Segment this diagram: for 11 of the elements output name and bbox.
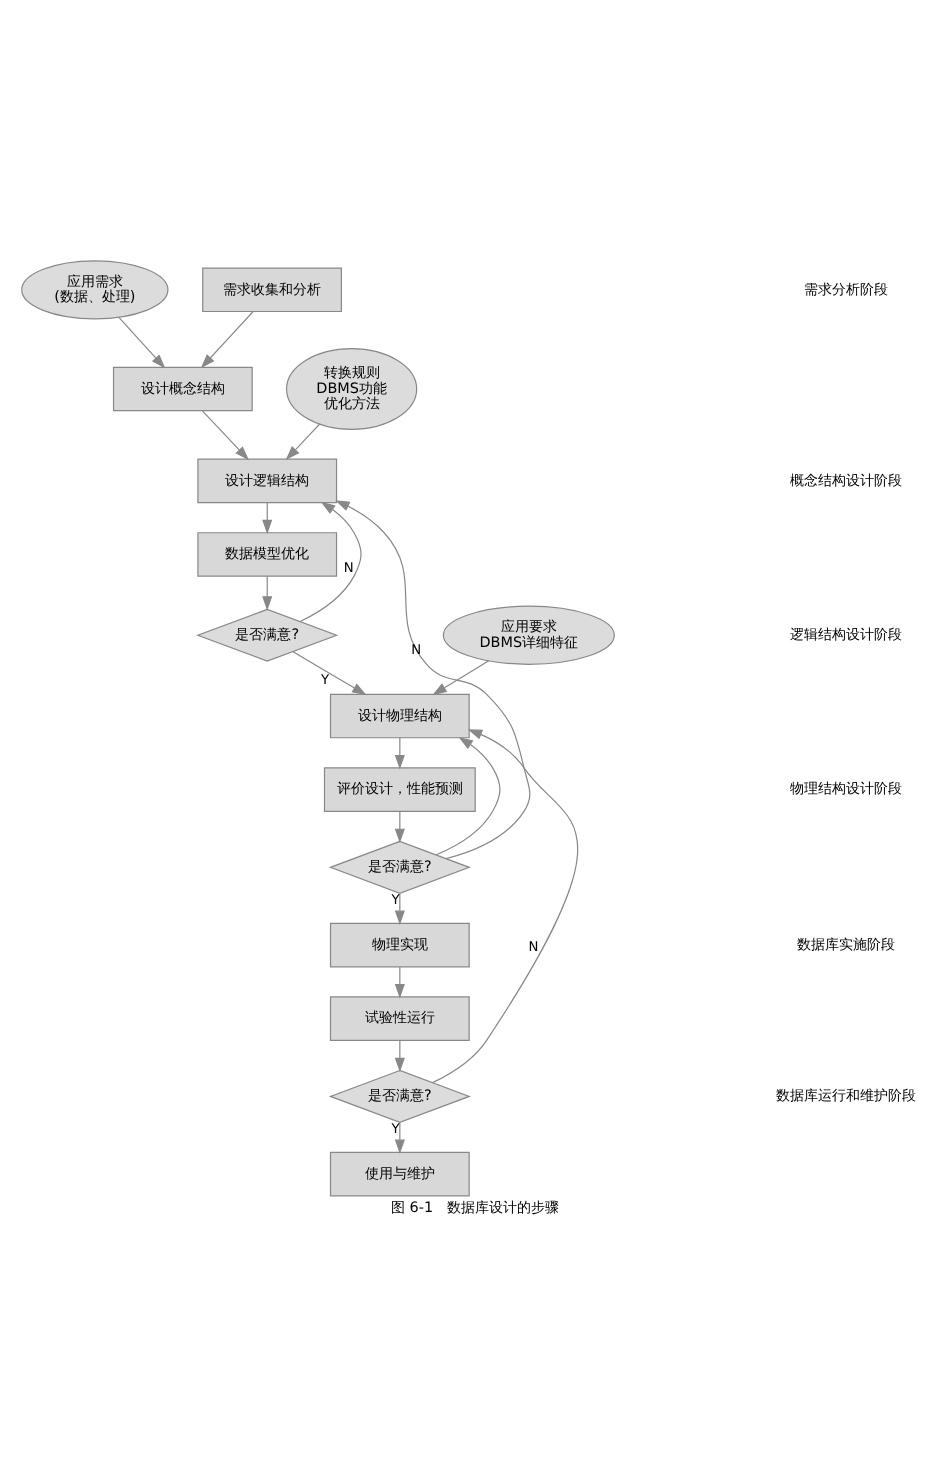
arrow <box>432 659 490 695</box>
arrow <box>262 574 273 610</box>
arrow <box>431 728 578 1083</box>
arrow <box>118 315 166 368</box>
arrow <box>201 409 249 460</box>
arrow <box>292 650 367 695</box>
arrow <box>435 736 501 855</box>
arrow <box>299 500 362 622</box>
arrow <box>200 309 254 368</box>
arrow <box>335 499 531 859</box>
arrow <box>285 422 321 460</box>
